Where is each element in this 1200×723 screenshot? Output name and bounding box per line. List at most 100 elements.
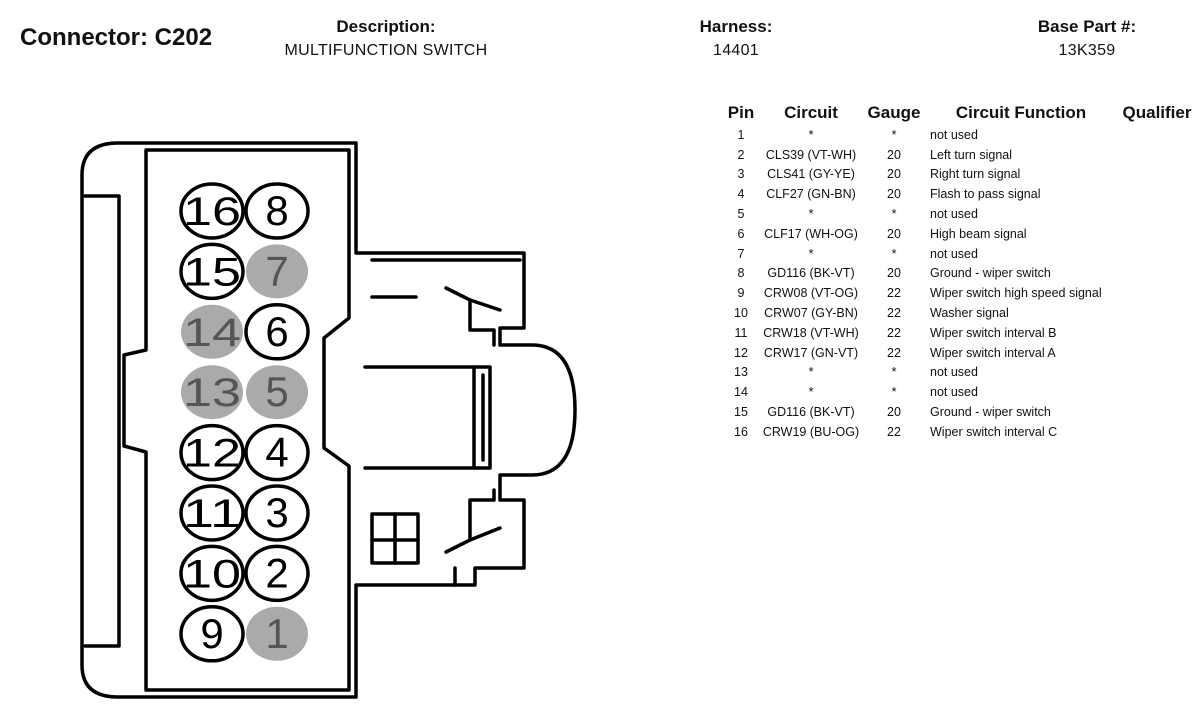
gauge-cell: 22	[887, 345, 901, 360]
gauge-cell: 22	[887, 325, 901, 340]
description-value: MULTIFUNCTION SWITCH	[284, 42, 488, 59]
function-cell: not used	[930, 385, 978, 400]
function-cell: Right turn signal	[930, 167, 1021, 182]
pin-ellipse	[244, 423, 310, 482]
function-cell: Ground - wiper switch	[930, 405, 1051, 420]
table-row: 10 CRW07 (GY-BN) 22 Washer signal	[724, 303, 1196, 323]
pin-cell: 6	[737, 226, 745, 241]
pin-cavity-2: 2	[244, 544, 310, 603]
qualifier-cell	[1118, 343, 1196, 363]
pin-cavity-12: 12	[179, 423, 245, 482]
pin-number: 2	[265, 549, 288, 596]
pin-cell: 2	[737, 147, 745, 162]
circuit-cell: CRW07 (GY-BN)	[764, 306, 858, 321]
pin-number: 13	[183, 371, 241, 415]
pin-ellipse	[181, 365, 243, 420]
pin-number: 12	[183, 432, 241, 476]
function-cell: not used	[930, 207, 978, 222]
function-cell: Left turn signal	[930, 147, 1012, 162]
qualifier-cell	[1118, 244, 1196, 264]
function-cell: Flash to pass signal	[930, 187, 1041, 202]
qualifier-cell	[1118, 363, 1196, 383]
gauge-cell: 22	[887, 286, 901, 301]
pin-number: 15	[183, 250, 241, 294]
function-cell: Washer signal	[930, 306, 1009, 321]
pin-cell: 13	[734, 365, 748, 380]
function-cell: Ground - wiper switch	[930, 266, 1051, 281]
pin-ellipse	[179, 544, 245, 603]
gauge-cell: 20	[887, 226, 901, 241]
circuit-cell: GD116 (BK-VT)	[767, 405, 855, 420]
gauge-cell: 22	[887, 306, 901, 321]
function-cell: not used	[930, 127, 978, 142]
pin-ellipse	[246, 606, 308, 661]
function-cell: Wiper switch interval C	[930, 424, 1058, 439]
function-cell: Wiper switch high speed signal	[930, 286, 1102, 301]
pin-cavity-1: 1	[246, 606, 308, 661]
gauge-cell: 20	[887, 147, 901, 162]
pin-cell: 8	[737, 266, 745, 281]
pin-number: 4	[265, 429, 288, 476]
pin-ellipse	[244, 303, 310, 361]
base-part-block: Base Part #: 13K359	[987, 17, 1187, 60]
qualifier-cell	[1118, 165, 1196, 185]
pin-ellipse	[244, 544, 310, 603]
circuit-cell: CRW19 (BU-OG)	[762, 424, 860, 439]
gauge-cell: *	[891, 365, 897, 380]
qualifier-cell	[1118, 303, 1196, 323]
pin-cavity-8: 8	[244, 182, 310, 240]
harness-label: Harness:	[699, 17, 773, 36]
pin-cavity-3: 3	[244, 484, 310, 542]
table-row: 1**not used	[724, 125, 1196, 145]
gauge-cell: 22	[887, 424, 901, 439]
pin-ellipse	[244, 484, 310, 542]
gauge-cell: 20	[887, 167, 901, 182]
function-cell: not used	[930, 365, 978, 380]
circuit-cell: *	[808, 365, 814, 380]
pin-ellipse	[179, 423, 245, 482]
pin-ellipse	[179, 605, 245, 663]
pin-ellipse	[179, 182, 245, 240]
pin-cavity-13: 13	[181, 365, 243, 420]
pin-number: 14	[183, 311, 241, 355]
table-row: 14**not used	[724, 382, 1196, 402]
pin-cell: 10	[734, 306, 748, 321]
pin-ellipse	[179, 242, 245, 301]
gauge-cell: 20	[887, 187, 901, 202]
pin-number: 10	[183, 552, 241, 596]
qualifier-cell	[1118, 323, 1196, 343]
pin-number: 8	[265, 187, 288, 234]
pin-cell: 5	[737, 207, 745, 222]
pin-cavity-6: 6	[244, 303, 310, 361]
pin-ellipse	[246, 244, 308, 299]
connector-title: Connector: C202	[20, 24, 213, 51]
base-part-value: 13K359	[1058, 42, 1116, 59]
qualifier-cell	[1118, 184, 1196, 204]
qualifier-cell	[1118, 283, 1196, 303]
qualifier-cell	[1118, 125, 1196, 145]
function-cell: Wiper switch interval A	[930, 345, 1056, 360]
pin-cavity-7: 7	[246, 244, 308, 299]
gauge-cell: *	[891, 246, 897, 261]
header-pin: Pin	[727, 102, 755, 122]
pin-cell: 7	[737, 246, 745, 261]
pin-number: 16	[183, 190, 241, 234]
circuit-cell: CLS41 (GY-YE)	[767, 167, 855, 182]
pin-number: 6	[265, 308, 288, 355]
pin-number: 7	[265, 247, 288, 294]
circuit-cell: CRW08 (VT-OG)	[763, 286, 859, 301]
header-qualifier: Qualifier	[1122, 102, 1192, 122]
gauge-cell: 20	[887, 405, 901, 420]
pin-cavity-15: 15	[179, 242, 245, 301]
pin-cell: 12	[734, 345, 748, 360]
table-row: 7**not used	[724, 244, 1196, 264]
